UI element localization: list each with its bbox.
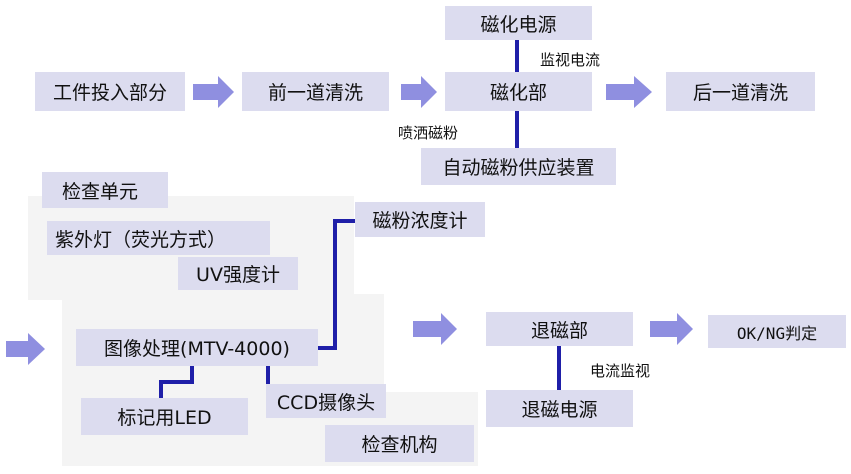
arrow-to-judgement <box>650 313 693 345</box>
ccd-camera-box: CCD摄像头 <box>266 384 386 418</box>
marker-led-box: 标记用LED <box>81 398 248 435</box>
uv-meter-box: UV强度计 <box>178 257 298 290</box>
mag-power-box: 磁化电源 <box>445 6 592 40</box>
concentration-connector-h2 <box>333 219 357 223</box>
demag-power-box: 退磁电源 <box>486 390 633 427</box>
judgement-box: OK/NG判定 <box>708 315 846 348</box>
workpiece-input-box: 工件投入部分 <box>35 72 185 111</box>
concentration-connector-h1 <box>318 346 335 350</box>
arrow-to-demag <box>413 313 457 345</box>
demag-box: 退磁部 <box>486 312 633 346</box>
marker-connector-h <box>159 380 194 384</box>
arrow-prewash-to-magnetize <box>401 76 437 108</box>
monitor-current-label: 监视电流 <box>540 51 601 69</box>
auto-supply-box: 自动磁粉供应装置 <box>421 148 616 185</box>
post-wash-box: 后一道清洗 <box>666 72 815 111</box>
arrow-input-to-prewash <box>193 76 234 108</box>
concentration-connector-v <box>333 219 337 350</box>
inspection-mechanism-box: 检查机构 <box>325 425 474 462</box>
concentration-meter-box: 磁粉浓度计 <box>355 202 485 237</box>
arrow-magnetize-to-postwash <box>606 76 652 108</box>
uv-lamp-box: 紫外灯（荧光方式） <box>47 221 270 255</box>
marker-connector-v2 <box>159 380 163 400</box>
image-processing-box: 图像处理(MTV-4000) <box>76 329 318 366</box>
current-monitor-label: 电流监视 <box>590 362 651 380</box>
arrow-into-inspection <box>6 333 45 365</box>
auto-supply-connector <box>515 110 519 148</box>
pre-wash-box: 前一道清洗 <box>242 72 389 111</box>
inspection-unit-title: 检查单元 <box>42 172 168 208</box>
mag-power-connector <box>515 38 519 78</box>
demag-connector <box>557 344 561 394</box>
magnetize-box: 磁化部 <box>445 72 592 111</box>
ccd-connector-v <box>266 366 270 384</box>
marker-connector-v1 <box>190 366 194 384</box>
spray-powder-label: 喷洒磁粉 <box>398 124 459 142</box>
